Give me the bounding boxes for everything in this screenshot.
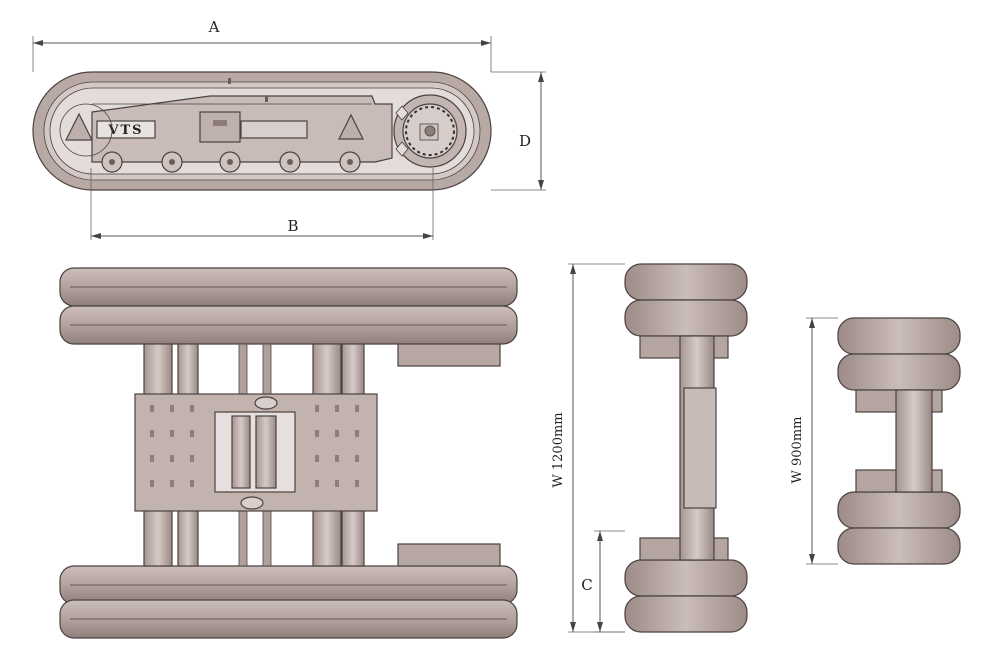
idler-wheel: [59, 103, 113, 157]
dimension-w900: W 900mm: [790, 317, 838, 565]
side-nameplate: [240, 120, 308, 139]
dimension-b: B: [90, 168, 434, 240]
side-view: VTS: [32, 71, 492, 191]
dimension-b-label: B: [287, 217, 298, 235]
drive-sprocket: [393, 94, 467, 168]
side-box: [199, 111, 241, 143]
dimension-c-label: C: [581, 576, 592, 594]
dimension-w900-label: W 900mm: [790, 417, 805, 484]
front-column-narrow: [895, 389, 933, 493]
dimension-a-label: A: [208, 18, 220, 36]
center-opening: [214, 411, 296, 493]
dimension-a: A: [32, 18, 492, 72]
dimension-d: D: [491, 71, 546, 191]
warning-triangle-right: [338, 113, 364, 140]
dimension-d-label: D: [519, 132, 531, 150]
motor-box-lower: [397, 543, 501, 567]
dimension-w1200-label: W 1200mm: [551, 412, 566, 487]
front-view-narrow: [837, 317, 961, 565]
front-view-wide: [624, 263, 748, 633]
mounting-holes: [150, 405, 359, 487]
road-rollers: [101, 151, 361, 173]
motor-box-upper: [397, 343, 501, 367]
warning-triangle-left: [65, 112, 93, 141]
brand-plate-text: VTS: [107, 123, 143, 138]
dimension-c: C: [581, 530, 625, 633]
dimension-w1200: W 1200mm: [551, 263, 625, 633]
top-view: [59, 267, 518, 639]
